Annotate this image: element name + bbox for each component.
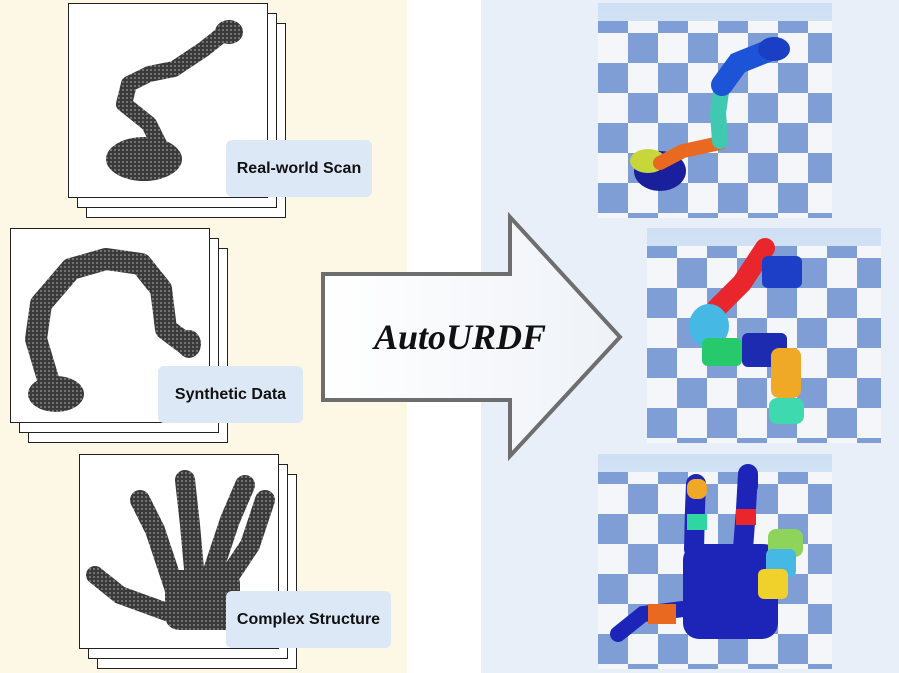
sheet-front <box>10 228 210 423</box>
segmented-robot-arm-icon <box>689 238 804 424</box>
point-cloud-robot-hand-icon <box>86 470 275 630</box>
input-stack-synthetic-data <box>10 228 230 446</box>
input-label-real-world-scan: Real-world Scan <box>226 140 372 197</box>
method-label: AutoURDF <box>373 317 547 357</box>
point-cloud-robot-arm-icon <box>25 248 201 412</box>
point-cloud-robot-arm-icon <box>106 20 243 181</box>
output-render-arm-2 <box>647 228 881 443</box>
input-label-synthetic-data: Synthetic Data <box>158 366 303 423</box>
process-arrow <box>321 212 623 462</box>
output-render-arm-1 <box>598 3 832 218</box>
segmented-robot-hand-icon <box>610 464 803 642</box>
input-label-complex-structure: Complex Structure <box>226 591 391 648</box>
sheet-front <box>79 454 279 649</box>
segmented-robot-arm-icon <box>630 37 790 191</box>
output-render-hand <box>598 454 832 669</box>
